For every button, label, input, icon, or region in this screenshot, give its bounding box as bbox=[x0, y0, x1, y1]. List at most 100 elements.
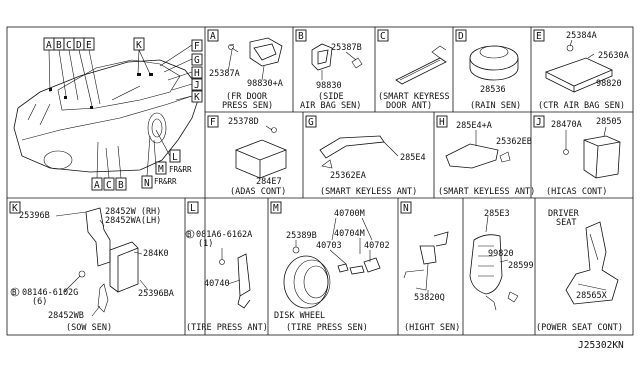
svg-text:M: M bbox=[273, 203, 279, 214]
svg-text:E: E bbox=[536, 31, 542, 42]
car-roof bbox=[57, 59, 181, 111]
svg-text:H: H bbox=[439, 117, 445, 128]
svg-text:(HICAS CONT): (HICAS CONT) bbox=[546, 187, 607, 197]
svg-text:28452W (RH): 28452W (RH) bbox=[105, 207, 161, 217]
svg-text:N: N bbox=[144, 178, 150, 189]
adas-control-unit-icon bbox=[234, 139, 288, 179]
svg-text:D: D bbox=[76, 40, 82, 51]
svg-text:53820Q: 53820Q bbox=[414, 293, 445, 303]
svg-text:(HIGHT SEN): (HIGHT SEN) bbox=[404, 323, 460, 333]
panel-e: E 25384A 25630A 98820 (CTR AIR BAG SEN) bbox=[533, 29, 629, 111]
panel-grid bbox=[6, 26, 634, 336]
svg-text:G: G bbox=[308, 117, 314, 128]
panel-j: J 28470A 28505 (HICAS CONT) bbox=[533, 115, 622, 197]
svg-text:F: F bbox=[194, 41, 200, 52]
svg-text:B: B bbox=[187, 230, 192, 239]
panel-h: H 285E4+A 25362EB (SMART KEYLESS ANT) bbox=[436, 115, 535, 197]
svg-text:25384A: 25384A bbox=[566, 31, 597, 41]
svg-text:25362EB: 25362EB bbox=[496, 137, 532, 147]
svg-text:A: A bbox=[210, 31, 216, 42]
svg-text:99820: 99820 bbox=[488, 249, 514, 259]
fr-door-press-sensor-icon bbox=[249, 37, 283, 67]
svg-text:28599: 28599 bbox=[508, 261, 534, 271]
panel-g: G 285E4 25362EA (SMART KEYLESS ANT) bbox=[305, 115, 426, 197]
svg-text:J: J bbox=[194, 80, 200, 91]
smart-keyless-antenna-icon bbox=[319, 135, 385, 159]
key-fob-icon bbox=[469, 234, 503, 295]
svg-text:25396B: 25396B bbox=[19, 211, 50, 221]
svg-text:C: C bbox=[380, 31, 386, 42]
svg-text:284K0: 284K0 bbox=[143, 249, 169, 259]
svg-text:40703: 40703 bbox=[316, 241, 342, 251]
svg-text:(SOW SEN): (SOW SEN) bbox=[66, 323, 112, 333]
svg-text:B: B bbox=[118, 180, 124, 191]
rear-wheel-hub bbox=[151, 118, 163, 138]
panel-key-fob: 285E3 99820 28599 bbox=[469, 209, 534, 311]
svg-text:B: B bbox=[12, 288, 17, 297]
svg-text:(SMART KEYRESS: (SMART KEYRESS bbox=[378, 92, 450, 102]
svg-text:F: F bbox=[210, 117, 216, 128]
panel-a: A 25387A 98830+A (FR DOOR PRESS SEN) bbox=[207, 29, 283, 111]
svg-text:C: C bbox=[106, 180, 112, 191]
svg-text:G: G bbox=[194, 55, 200, 66]
svg-text:(FR DOOR: (FR DOOR bbox=[226, 92, 268, 102]
svg-text:D: D bbox=[458, 31, 464, 42]
svg-text:98830+A: 98830+A bbox=[247, 79, 283, 89]
svg-text:284E7: 284E7 bbox=[256, 177, 282, 187]
svg-text:K: K bbox=[12, 203, 18, 214]
svg-text:25389B: 25389B bbox=[286, 231, 317, 241]
smart-keyless-door-antenna-icon bbox=[395, 57, 447, 85]
svg-text:28565X: 28565X bbox=[576, 291, 608, 301]
vehicle-overview: A B C D E K F G H J K A bbox=[13, 37, 203, 191]
driver-seat-icon bbox=[565, 221, 619, 305]
overview-callouts-bottom: A C B N M L FR&RR FR&RR bbox=[91, 129, 192, 191]
disk-wheel-icon bbox=[283, 255, 329, 309]
overview-callouts-right: F G H J K bbox=[159, 39, 203, 103]
svg-text:(POWER SEAT CONT): (POWER SEAT CONT) bbox=[536, 323, 623, 333]
hicas-control-unit-icon bbox=[583, 135, 621, 179]
panel-f: F 25378D 284E7 (ADAS CONT) bbox=[207, 115, 288, 197]
svg-text:(SMART KEYLESS ANT): (SMART KEYLESS ANT) bbox=[320, 187, 417, 197]
svg-text:DRIVER: DRIVER bbox=[548, 209, 580, 219]
svg-text:08146-6102G: 08146-6102G bbox=[22, 288, 78, 298]
svg-text:285E4+A: 285E4+A bbox=[456, 121, 492, 131]
svg-text:28470A: 28470A bbox=[551, 120, 582, 130]
height-sensor-icon bbox=[419, 231, 449, 265]
svg-text:(TIRE PRESS SEN): (TIRE PRESS SEN) bbox=[286, 323, 368, 333]
svg-text:N: N bbox=[403, 203, 409, 214]
panel-d: D 28536 (RAIN SEN) bbox=[455, 29, 521, 111]
svg-text:AIR BAG SEN): AIR BAG SEN) bbox=[300, 101, 361, 111]
svg-text:98820: 98820 bbox=[596, 79, 622, 89]
front-wheel bbox=[43, 150, 73, 170]
svg-text:25362EA: 25362EA bbox=[330, 171, 366, 181]
svg-text:(TIRE PRESS ANT): (TIRE PRESS ANT) bbox=[186, 323, 268, 333]
svg-text:25378D: 25378D bbox=[228, 117, 259, 127]
rear-wheel bbox=[147, 112, 167, 144]
svg-text:B: B bbox=[56, 40, 62, 51]
svg-text:28536: 28536 bbox=[480, 85, 506, 95]
svg-text:28452WA(LH): 28452WA(LH) bbox=[105, 216, 161, 226]
car-side-line bbox=[21, 95, 193, 141]
svg-text:40704M: 40704M bbox=[334, 229, 365, 239]
panel-c: C (SMART KEYRESS DOOR ANT) bbox=[377, 29, 450, 111]
svg-text:285E3: 285E3 bbox=[484, 209, 510, 219]
svg-text:40702: 40702 bbox=[364, 241, 390, 251]
svg-text:K: K bbox=[136, 40, 142, 51]
svg-text:B: B bbox=[298, 31, 304, 42]
smart-keyless-antenna-rear-icon bbox=[445, 143, 499, 169]
svg-text:081A6-6162A: 081A6-6162A bbox=[196, 230, 252, 240]
tire-press-antenna-icon bbox=[237, 253, 251, 309]
svg-text:98830: 98830 bbox=[316, 81, 342, 91]
panel-n: N 53820Q (HIGHT SEN) bbox=[400, 201, 460, 333]
svg-text:(1): (1) bbox=[198, 239, 213, 249]
svg-text:H: H bbox=[194, 68, 200, 79]
svg-text:25387B: 25387B bbox=[331, 43, 362, 53]
svg-text:(ADAS CONT): (ADAS CONT) bbox=[230, 187, 286, 197]
panel-m: M 25389B 40700M 40704M 40703 40702 DISK … bbox=[270, 201, 390, 333]
svg-text:L: L bbox=[172, 152, 178, 163]
svg-text:DISK WHEEL: DISK WHEEL bbox=[274, 311, 325, 321]
svg-text:DOOR ANT): DOOR ANT) bbox=[386, 101, 432, 111]
svg-text:40740: 40740 bbox=[204, 279, 230, 289]
svg-text:25396BA: 25396BA bbox=[138, 289, 174, 299]
